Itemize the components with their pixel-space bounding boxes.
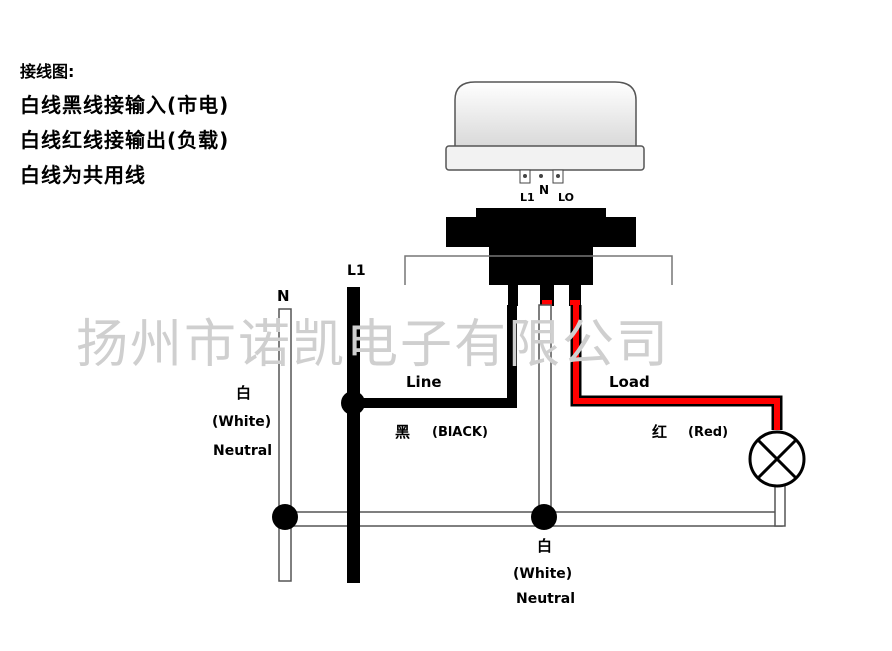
- red-en-label: (Red): [688, 425, 728, 440]
- socket-receptacle: [404, 208, 673, 306]
- wires: [272, 287, 786, 583]
- junction-l1: [341, 391, 365, 415]
- instruction-line-1: 白线黑线接输入(市电): [20, 93, 230, 117]
- center-white-en: (White): [513, 566, 572, 582]
- n-label: N: [277, 287, 290, 305]
- center-white-cn: 白: [537, 537, 552, 555]
- sensor-dome: [454, 81, 637, 149]
- l1-wire: [347, 287, 360, 583]
- lamp-icon: [748, 430, 806, 488]
- red-cn-label: 红: [652, 423, 667, 441]
- lamp-return-wire: [774, 483, 786, 527]
- wiring-heading: 接线图:: [20, 62, 75, 81]
- l1-label: L1: [347, 263, 366, 279]
- black-cn-label: 黑: [395, 423, 410, 441]
- terminal-n-label: N: [539, 183, 549, 197]
- left-neutral-en: Neutral: [213, 443, 272, 459]
- junction-center-neutral: [531, 504, 557, 530]
- line-label: Line: [406, 373, 442, 391]
- left-white-cn: 白: [236, 384, 251, 402]
- mounting-bracket: [404, 255, 673, 285]
- load-label: Load: [609, 373, 650, 391]
- instruction-line-2: 白线红线接输出(负载): [20, 128, 230, 152]
- company-watermark: 扬州市诺凯电子有限公司: [76, 315, 670, 375]
- photocell-sensor: L1 N LO: [445, 81, 645, 204]
- black-en-label: (BlACK): [432, 425, 488, 440]
- terminal-lo-label: LO: [558, 191, 574, 204]
- center-neutral-en: Neutral: [516, 591, 575, 607]
- instruction-line-3: 白线为共用线: [20, 163, 146, 187]
- instructions: 接线图: 白线黑线接输入(市电) 白线红线接输出(负载) 白线为共用线: [20, 58, 229, 197]
- black-line-wire: [353, 305, 517, 408]
- junction-left-neutral: [272, 504, 298, 530]
- sensor-base: [445, 145, 645, 171]
- left-white-en: (White): [212, 414, 271, 430]
- terminal-l1-label: L1: [520, 191, 535, 204]
